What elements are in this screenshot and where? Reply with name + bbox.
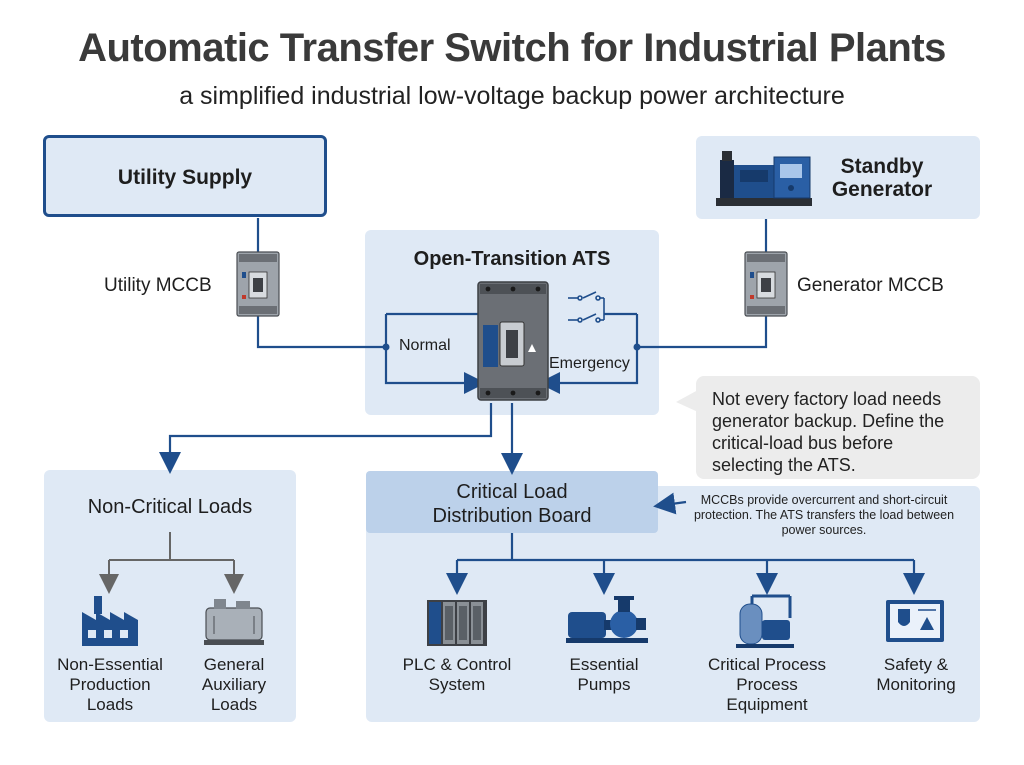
utility-supply-label: Utility Supply <box>117 166 253 189</box>
production-loads-line3: Loads <box>86 695 134 714</box>
auxiliary-loads-line3: Loads <box>210 695 258 714</box>
callout-note: Not every factory load needs generator b… <box>696 376 980 479</box>
callout-tail <box>676 390 698 412</box>
pump-icon <box>566 596 648 643</box>
utility-mccb-icon <box>236 251 280 317</box>
plc-label-line2: System <box>428 675 486 694</box>
junction-dot-emergency <box>633 343 641 351</box>
generator-mccb-icon <box>744 251 788 317</box>
page-subtitle: a simplified industrial low-voltage back… <box>179 82 845 110</box>
auxiliary-loads-line1: General <box>203 655 265 674</box>
generator-label-line2: Generator <box>831 178 933 201</box>
critical-board-title-line2: Distribution Board <box>432 505 592 527</box>
process-label-line2: Process <box>736 675 798 694</box>
pumps-label-line1: Essential <box>569 655 639 674</box>
safety-monitor-icon <box>886 600 944 642</box>
process-label-line1: Critical Process <box>707 655 827 674</box>
safety-label-line1: Safety & <box>883 655 949 674</box>
ats-normal-label: Normal <box>399 337 451 354</box>
non-critical-title: Non-Critical Loads <box>87 496 253 518</box>
wire-emergency-loop <box>538 314 639 394</box>
process-equipment-icon <box>736 594 794 648</box>
note-pointer <box>653 492 687 515</box>
junction-dot-normal <box>382 343 390 351</box>
wire-generator-mccb-to-ats <box>637 316 768 349</box>
critical-board-title-line1: Critical Load <box>456 481 568 503</box>
production-loads-line1: Non-Essential <box>57 655 163 674</box>
page-title: Automatic Transfer Switch for Industrial… <box>78 26 946 70</box>
non-critical-panel <box>44 470 296 722</box>
wire-utility-mccb-to-ats <box>256 316 386 349</box>
ats-title: Open-Transition ATS <box>413 248 611 270</box>
mccb-note: MCCBs provide overcurrent and short-circ… <box>693 493 955 537</box>
factory-icon <box>82 596 138 646</box>
plc-label-line1: PLC & Control <box>402 655 512 674</box>
generator-mccb-label: Generator MCCB <box>797 275 944 296</box>
transfer-switch-symbol <box>568 291 605 323</box>
auxiliary-equipment-icon <box>204 599 264 645</box>
generator-label-line1: Standby <box>840 155 924 178</box>
wire-normal-loop <box>384 314 486 394</box>
production-loads-line2: Production <box>69 675 151 694</box>
auxiliary-loads-line2: Auxiliary <box>201 675 267 694</box>
ats-emergency-label: Emergency <box>549 355 630 372</box>
generator-icon <box>716 151 812 206</box>
utility-supply-box <box>43 135 327 217</box>
critical-board-header <box>366 471 658 533</box>
pumps-label-line2: Pumps <box>577 675 631 694</box>
process-label-line3: Equipment <box>726 695 808 714</box>
plc-icon <box>427 600 487 646</box>
wire-ats-to-non-critical <box>159 403 493 474</box>
utility-mccb-label: Utility MCCB <box>104 275 212 296</box>
safety-label-line2: Monitoring <box>876 675 956 694</box>
ats-device-icon <box>477 281 549 401</box>
